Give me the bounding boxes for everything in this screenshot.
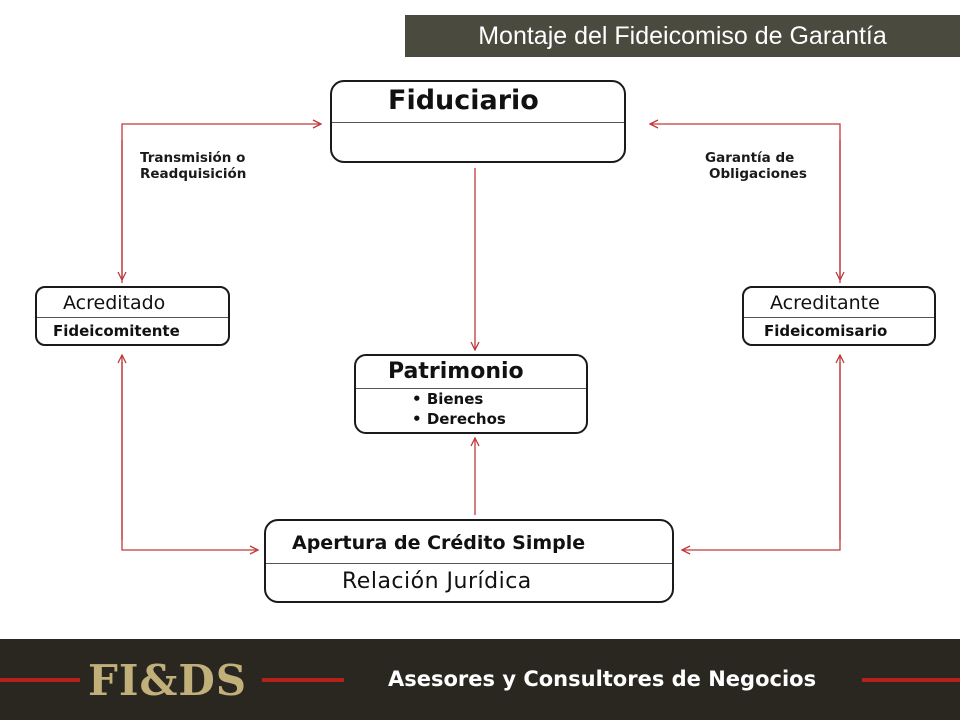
apertura-divider bbox=[266, 563, 672, 564]
footer-bar bbox=[0, 639, 960, 720]
acreditado-title: Acreditado bbox=[63, 292, 166, 314]
apertura-title: Apertura de Crédito Simple bbox=[292, 532, 586, 554]
fiduciario-box: Fiduciario bbox=[330, 80, 626, 163]
footer-rule-right bbox=[862, 678, 960, 682]
arrow-to-fiduciario-left bbox=[121, 124, 321, 283]
acreditante-title: Acreditante bbox=[770, 292, 880, 314]
fiduciario-title: Fiduciario bbox=[388, 85, 539, 116]
patrimonio-item-bienes: • Bienes bbox=[412, 390, 484, 408]
acreditado-box: Acreditado Fideicomitente bbox=[35, 286, 230, 346]
company-tagline: Asesores y Consultores de Negocios bbox=[388, 667, 817, 691]
apertura-subtitle: Relación Jurídica bbox=[342, 569, 532, 594]
acreditado-subtitle: Fideicomitente bbox=[53, 322, 180, 340]
label-garantia: Garantía de Obligaciones bbox=[705, 150, 807, 182]
acreditante-subtitle: Fideicomisario bbox=[764, 322, 888, 340]
patrimonio-items: • Bienes • Derechos bbox=[356, 389, 586, 429]
footer-rule-left bbox=[0, 678, 80, 682]
patrimonio-item-derechos: • Derechos bbox=[412, 410, 506, 428]
page-title: Montaje del Fideicomiso de Garantía bbox=[405, 15, 960, 57]
patrimonio-box: Patrimonio • Bienes • Derechos bbox=[354, 354, 588, 434]
acreditante-divider bbox=[744, 317, 934, 318]
arrow-to-apertura-left bbox=[121, 362, 258, 550]
arrow-to-apertura-right bbox=[682, 362, 841, 550]
arrow-to-fiduciario-right bbox=[650, 124, 841, 283]
acreditante-box: Acreditante Fideicomisario bbox=[742, 286, 936, 346]
fiduciario-divider bbox=[332, 122, 624, 123]
company-logo: FI&DS bbox=[88, 656, 248, 705]
patrimonio-divider bbox=[356, 388, 586, 389]
apertura-box: Apertura de Crédito Simple Relación Jurí… bbox=[264, 519, 674, 603]
label-transmision: Transmisión o Readquisición bbox=[140, 150, 247, 182]
acreditado-divider bbox=[37, 317, 228, 318]
patrimonio-title: Patrimonio bbox=[388, 359, 524, 384]
footer-rule-mid bbox=[262, 678, 344, 682]
